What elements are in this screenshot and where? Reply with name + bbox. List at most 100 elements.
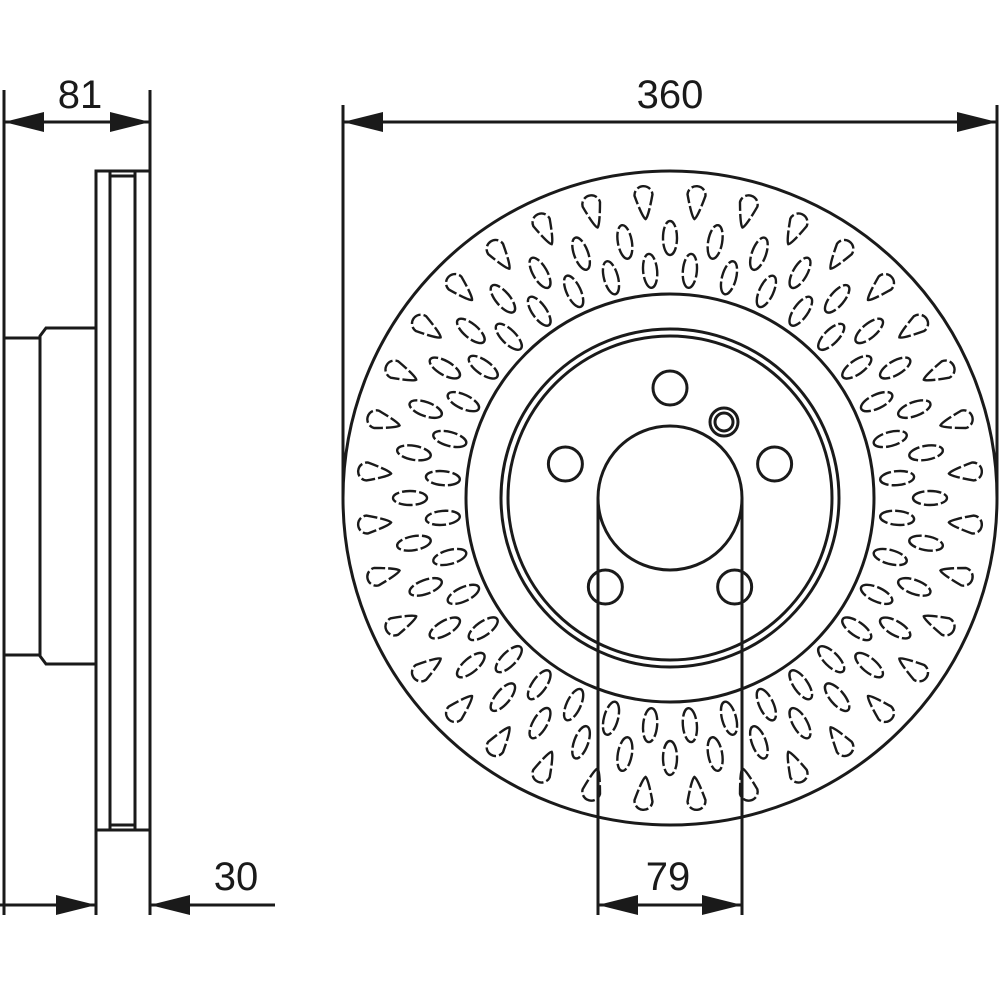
dimension-label-30: 30 [214,855,259,899]
drilled-hole-teardrop [384,614,418,637]
drilled-hole-teardrop [581,194,602,229]
drilled-hole-teardrop [531,750,554,784]
drilled-hole-slot [755,687,778,722]
drilled-hole-teardrop [384,359,418,382]
locating-hole-inner [713,411,735,433]
dimension-label-360: 360 [637,73,704,117]
drilled-hole-slot [719,260,739,296]
bolt-holes [546,369,794,606]
drilled-hole-teardrop [444,694,474,724]
drilled-hole-slot [601,260,621,296]
drilled-hole-teardrop [633,184,654,221]
drilled-hole-slot [788,295,814,327]
drilled-hole-slot [872,547,908,567]
drilled-hole-slot [408,576,444,597]
drilled-hole-slot [908,534,944,552]
drilled-hole-teardrop [581,767,602,802]
drilled-hole-slot [601,700,621,736]
bolt-hole [756,445,794,483]
dimension-label-79: 79 [646,855,691,899]
dimension-label-81: 81 [58,73,103,117]
drilled-hole-slot [641,706,659,744]
drilled-hole-slot [823,283,851,314]
friction-ring-inner-edge [464,292,876,704]
center-bore [596,424,744,572]
hat-inner-edge [506,334,834,662]
drilled-hole-slot [823,682,851,713]
drilled-hole-slot [817,322,846,351]
hat-outer-edge [499,327,841,669]
drilled-hole-slot [896,399,932,420]
drilled-hole-slot [854,317,885,345]
drilled-hole-slot [528,256,552,290]
drilled-hole-slot [788,706,812,740]
drilled-hole-slot [878,356,912,380]
drilled-hole-slot [526,669,552,701]
dimension-center-bore: 79 [596,498,744,915]
drilled-hole-slot [467,616,499,642]
drilled-hole-slot [616,736,634,772]
drilled-hole-slot [571,724,592,760]
drilled-hole-slot [432,429,468,449]
hub-hat [38,326,96,666]
drilled-hole-teardrop [356,514,393,535]
drilled-hole-slot [859,583,894,606]
drilled-hole-teardrop [410,313,442,339]
drilled-hole-slot [719,700,739,736]
drilled-hole-slot [562,274,585,309]
drilled-hole-slot [859,390,894,413]
drilled-hole-slot [424,509,462,527]
drilled-hole-teardrop [939,566,974,587]
drilled-hole-teardrop [922,614,956,637]
vent-channel [108,172,137,829]
drilled-hole-slot [681,706,699,744]
drilled-hole-slot [788,669,814,701]
drilled-hole-teardrop [485,726,511,758]
drilled-hole-teardrop [829,726,855,758]
drilled-hole-slot [817,645,846,674]
drilled-hole-slot [788,256,812,290]
bolt-hole [546,445,584,483]
dimension-disc-diameter: 360 [341,73,999,498]
front-view [341,169,999,827]
side-view [2,90,152,915]
drilled-hole-slot [748,724,769,760]
drilled-hole-teardrop [786,212,809,246]
drilled-hole-slot [489,682,517,713]
drilled-hole-slot [878,616,912,640]
drilled-hole-teardrop [738,194,759,229]
cross-drilled-holes [356,184,984,812]
drilled-hole-slot [467,354,499,380]
drilled-hole-teardrop [738,767,759,802]
drilled-hole-slot [706,224,724,260]
drilled-hole-teardrop [444,272,474,302]
drilled-hole-slot [661,219,679,257]
drilled-hole-slot [706,736,724,772]
drilled-hole-slot [391,489,429,507]
drilled-hole-teardrop [633,775,654,812]
drilled-hole-teardrop [829,238,855,270]
drilled-hole-teardrop [898,657,930,683]
drilled-hole-slot [661,739,679,777]
locating-hole-outer [708,406,740,438]
drilled-hole-slot [641,252,659,290]
drilled-hole-slot [841,616,873,642]
drilled-hole-slot [896,576,932,597]
drilled-hole-teardrop [366,566,401,587]
disc-outer-edge [341,169,999,827]
drilled-hole-slot [755,274,778,309]
dimension-hub-height: 81 [4,73,150,132]
drilled-hole-teardrop [866,272,896,302]
drilled-hole-teardrop [485,238,511,270]
drilled-hole-slot [428,356,462,380]
drilled-hole-teardrop [866,694,896,724]
drilled-hole-slot [428,616,462,640]
drilled-hole-teardrop [366,409,401,430]
drilled-hole-teardrop [947,461,984,482]
drilled-hole-slot [494,322,523,351]
drilled-hole-slot [455,317,486,345]
drilled-hole-slot [872,429,908,449]
drilled-hole-teardrop [686,775,707,812]
drilled-hole-teardrop [786,750,809,784]
drilled-hole-teardrop [947,514,984,535]
